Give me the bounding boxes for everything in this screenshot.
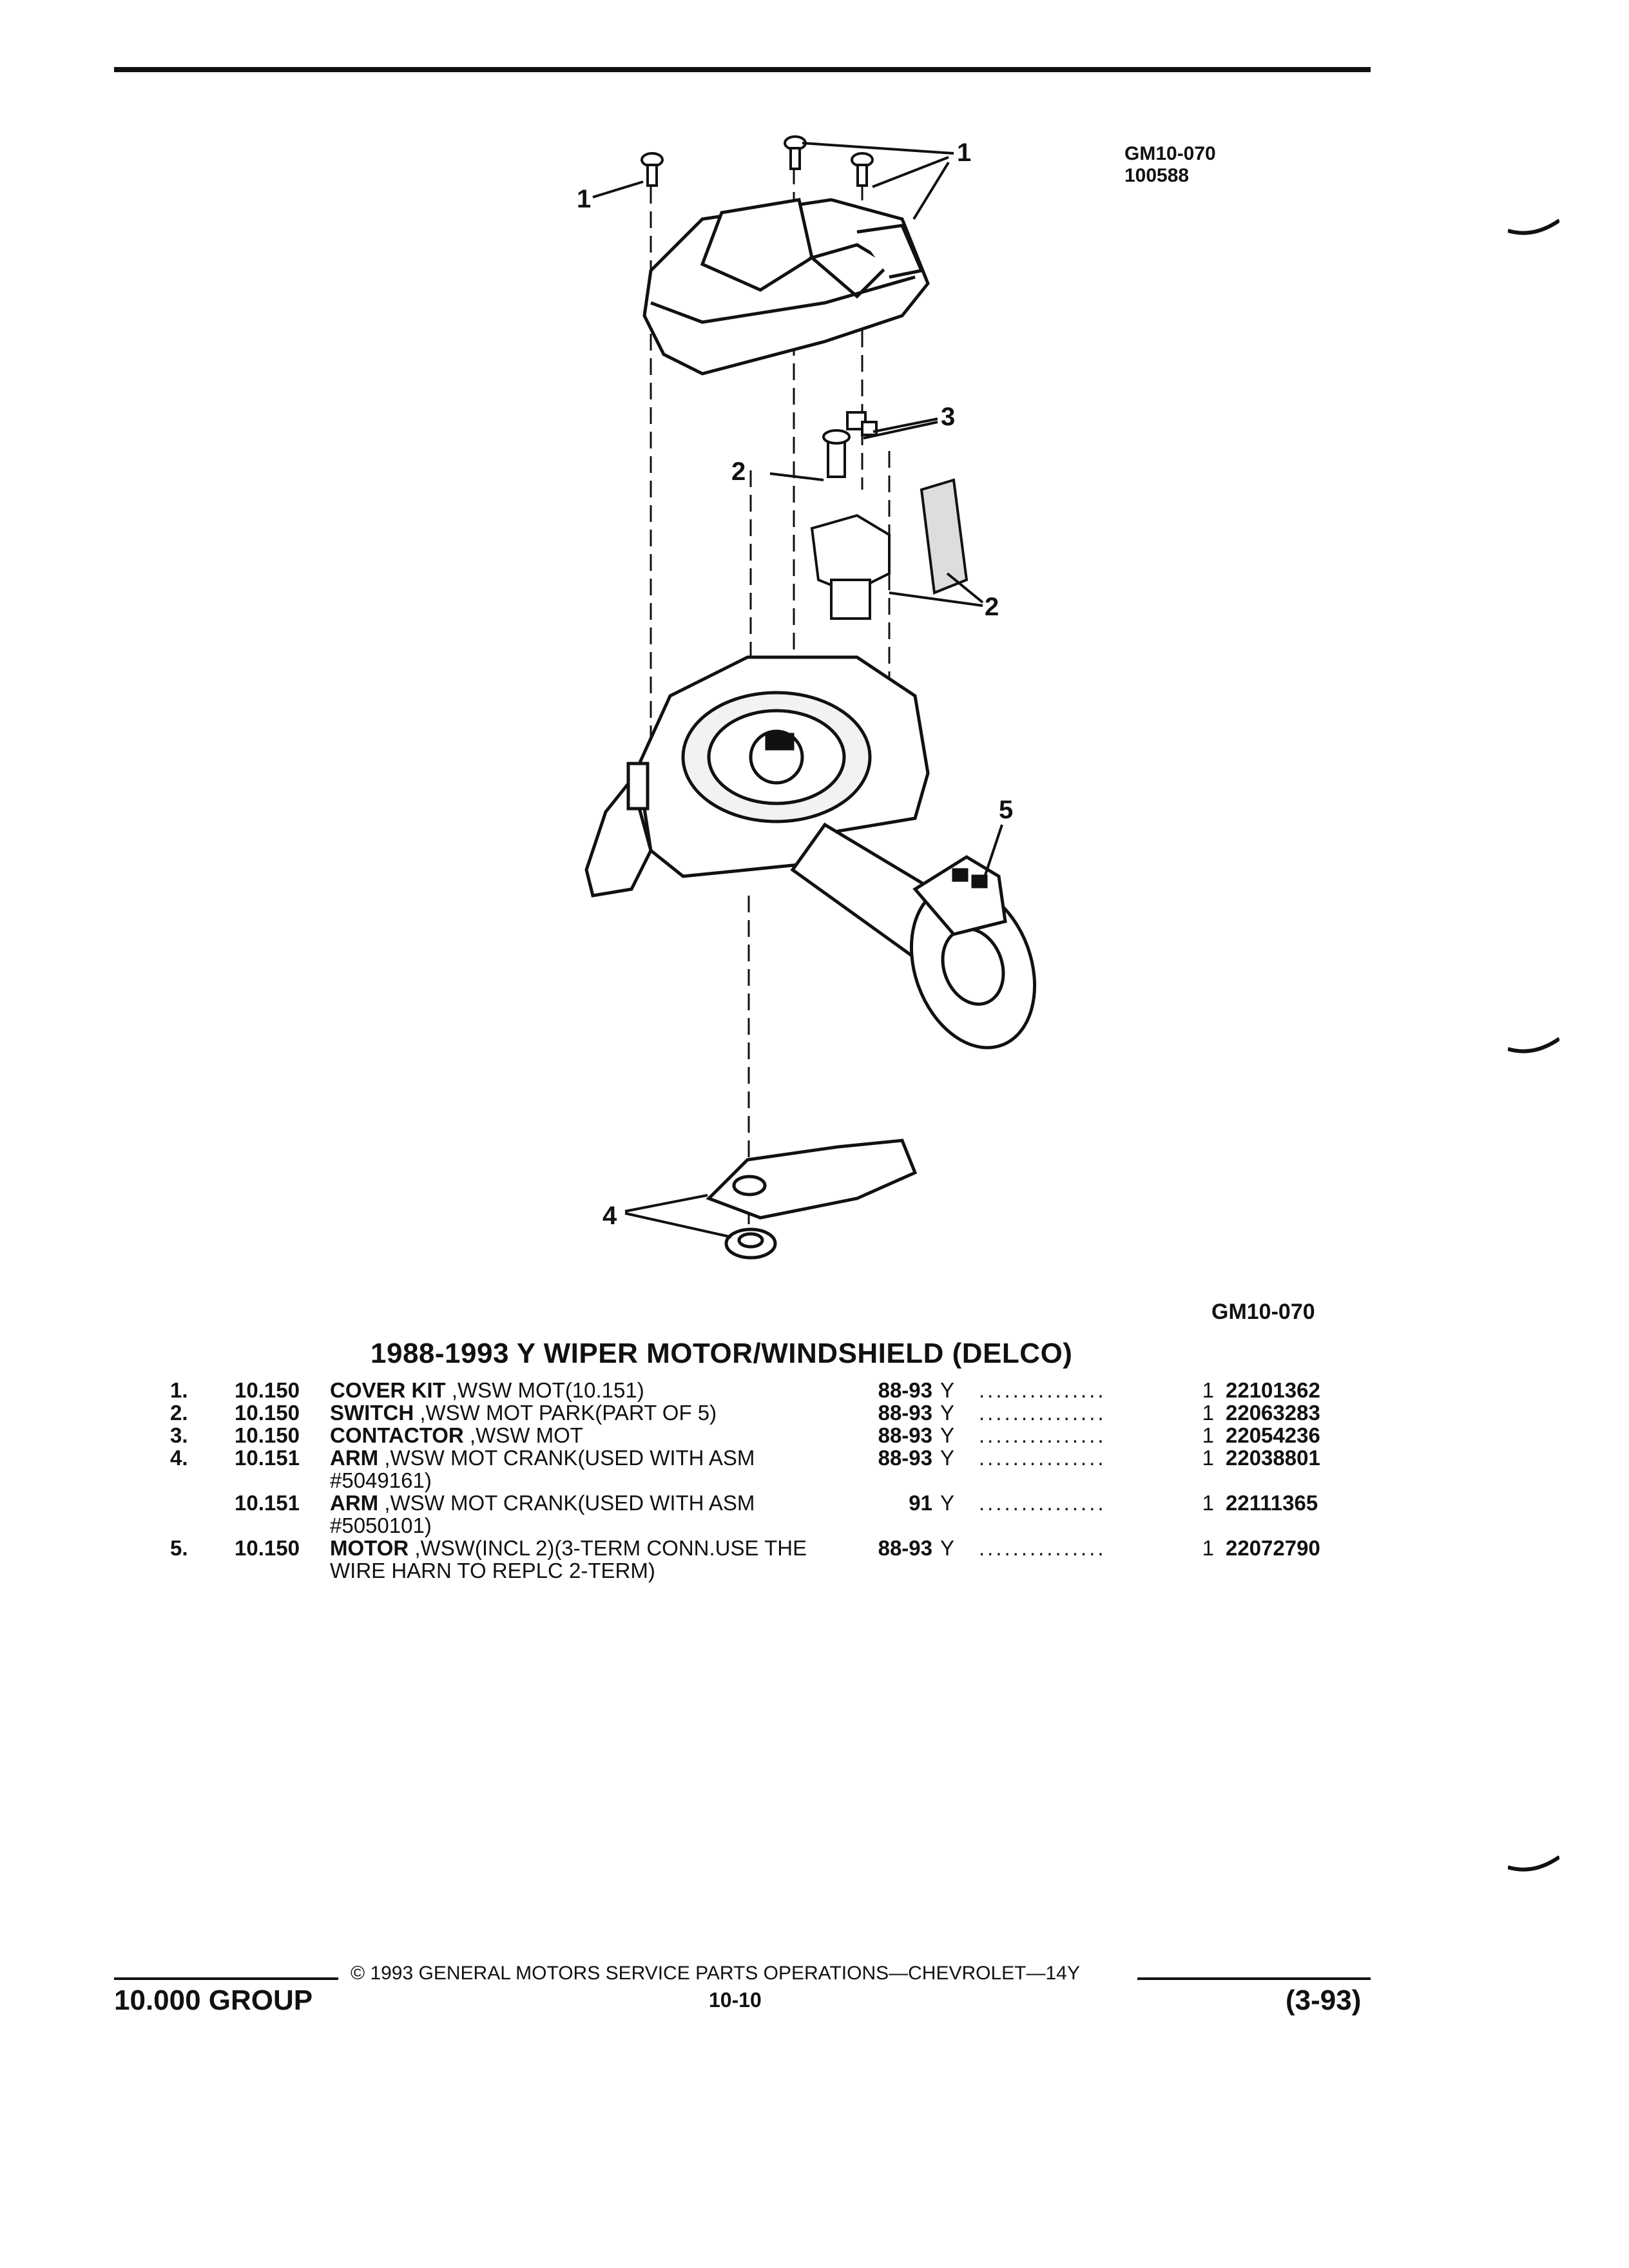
wiper-motor-exploded-diagram: 1 1 2 3 2 5 4 (554, 129, 1095, 1282)
quantity: 1 (1202, 1491, 1214, 1515)
leader-dots: ............... (979, 1536, 1106, 1560)
gearbox-housing (584, 655, 930, 898)
quantity: 1 (1202, 1446, 1214, 1470)
model-years: 88-93 (878, 1446, 932, 1470)
callout-2b: 2 (985, 593, 999, 621)
table-row: 4. 10.151 ARM ,WSW MOT CRANK(USED WITH ASM… (170, 1446, 1342, 1492)
contactor (846, 411, 878, 436)
part-detail: ,WSW MOT CRANK(USED WITH ASM (378, 1491, 755, 1515)
model-code: Y (940, 1378, 955, 1402)
callout-1b: 1 (957, 139, 971, 167)
part-name: SWITCH (330, 1401, 414, 1425)
model-years: 88-93 (878, 1378, 932, 1402)
callout-5: 5 (999, 796, 1013, 824)
section-title: 1988-1993 Y WIPER MOTOR/WINDSHIELD (DELC… (371, 1338, 1073, 1369)
part-number: 22101362 (1226, 1378, 1320, 1402)
table-row: 2. 10.150 SWITCH ,WSW MOT PARK(PART OF 5) 8… (170, 1401, 1342, 1424)
part-description: CONTACTOR ,WSW MOT (330, 1424, 849, 1446)
binding-mark (1508, 219, 1559, 235)
quantity: 1 (1202, 1378, 1214, 1402)
item-number: 4. (170, 1446, 188, 1470)
group-label: 10.000 GROUP (114, 1984, 313, 2016)
callout-4: 4 (602, 1202, 617, 1230)
leader-dots: ............... (979, 1446, 1106, 1470)
item-number: 2. (170, 1401, 188, 1425)
model-code: Y (940, 1491, 955, 1515)
item-number (170, 1492, 235, 1537)
item-number: 3. (170, 1423, 188, 1447)
quantity: 1 (1202, 1401, 1214, 1425)
part-name: ARM (330, 1446, 379, 1470)
part-number: 22072790 (1226, 1536, 1320, 1560)
figure-code-bottom: GM10-070 (1211, 1300, 1315, 1324)
model-code: Y (940, 1423, 955, 1447)
top-rule (114, 67, 1371, 72)
quantity: 1 (1202, 1423, 1214, 1447)
item-number: 5. (170, 1536, 188, 1560)
binding-mark (1508, 1856, 1559, 1872)
model-code: Y (940, 1401, 955, 1425)
part-detail-continued: WIRE HARN TO REPLC 2-TERM) (330, 1559, 655, 1582)
motor-cover (642, 198, 930, 376)
group-number: 10.150 (235, 1401, 300, 1425)
part-description: ARM ,WSW MOT CRANK(USED WITH ASM#5050101… (330, 1492, 849, 1537)
part-detail: ,WSW MOT PARK(PART OF 5) (414, 1401, 717, 1425)
group-number: 10.151 (235, 1446, 300, 1470)
part-description: COVER KIT ,WSW MOT(10.151) (330, 1379, 849, 1401)
part-number: 22038801 (1226, 1446, 1320, 1470)
part-name: MOTOR (330, 1536, 409, 1560)
part-detail: ,WSW(INCL 2)(3-TERM CONN.USE THE (409, 1536, 807, 1560)
part-name: CONTACTOR (330, 1423, 464, 1447)
crank-arm (706, 1139, 918, 1260)
model-code: Y (940, 1446, 955, 1470)
table-row: 1. 10.150 COVER KIT ,WSW MOT(10.151) 88-93 Y… (170, 1379, 1342, 1401)
part-detail-continued: #5050101) (330, 1514, 432, 1537)
park-switch (810, 429, 969, 620)
group-number: 10.151 (235, 1491, 300, 1515)
quantity: 1 (1202, 1536, 1214, 1560)
part-detail: ,WSW MOT(10.151) (445, 1378, 644, 1402)
part-detail: ,WSW MOT CRANK(USED WITH ASM (378, 1446, 755, 1470)
model-years: 91 (909, 1491, 932, 1515)
leader-dots: ............... (979, 1378, 1106, 1402)
model-years: 88-93 (878, 1536, 932, 1560)
part-name: COVER KIT (330, 1378, 446, 1402)
group-number: 10.150 (235, 1378, 300, 1402)
leader-dots: ............... (979, 1401, 1106, 1425)
table-row: 10.151 ARM ,WSW MOT CRANK(USED WITH ASM#5… (170, 1492, 1342, 1537)
leader-dots: ............... (979, 1491, 1106, 1515)
figure-code: GM10-070 (1124, 143, 1216, 164)
footer-rule-right (1137, 1977, 1371, 1980)
part-number: 22054236 (1226, 1423, 1320, 1447)
wiper-motor (790, 822, 1037, 1050)
group-number: 10.150 (235, 1536, 300, 1560)
leader-dots: ............... (979, 1423, 1106, 1447)
part-description: SWITCH ,WSW MOT PARK(PART OF 5) (330, 1401, 849, 1424)
copyright-line: © 1993 GENERAL MOTORS SERVICE PARTS OPER… (351, 1963, 1080, 1984)
part-detail-continued: #5049161) (330, 1468, 432, 1492)
binding-mark (1508, 1037, 1559, 1053)
callout-1a: 1 (577, 185, 591, 213)
item-number: 1. (170, 1378, 188, 1402)
footer-rule-left (114, 1977, 338, 1980)
group-number: 10.150 (235, 1423, 300, 1447)
part-detail: ,WSW MOT (463, 1423, 583, 1447)
model-code: Y (940, 1536, 955, 1560)
model-years: 88-93 (878, 1423, 932, 1447)
callout-2a: 2 (731, 457, 746, 486)
table-row: 5. 10.150 MOTOR ,WSW(INCL 2)(3-TERM CONN.U… (170, 1537, 1342, 1582)
revision-date: (3-93) (1286, 1984, 1362, 2016)
part-number: 22111365 (1226, 1491, 1318, 1515)
callout-3: 3 (941, 403, 955, 431)
part-description: ARM ,WSW MOT CRANK(USED WITH ASM#5049161… (330, 1446, 849, 1492)
table-row: 3. 10.150 CONTACTOR ,WSW MOT 88-93 Y........… (170, 1424, 1342, 1446)
model-years: 88-93 (878, 1401, 932, 1425)
cover-screw (641, 135, 874, 187)
part-number: 22063283 (1226, 1401, 1320, 1425)
part-name: ARM (330, 1491, 379, 1515)
page-number: 10-10 (709, 1988, 762, 2012)
figure-number: 100588 (1124, 165, 1190, 186)
